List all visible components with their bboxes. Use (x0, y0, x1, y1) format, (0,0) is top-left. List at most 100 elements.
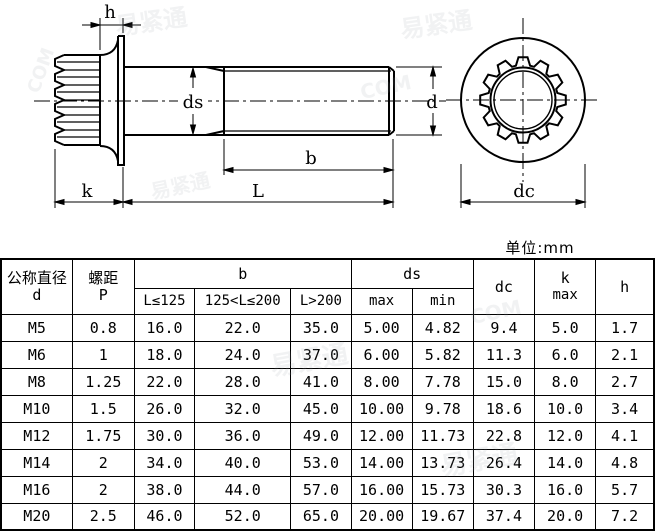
cell-d: M12 (0, 421, 73, 450)
cell-b2: 36.0 (194, 421, 292, 450)
cell-h: 2.7 (595, 367, 655, 396)
header-group-ds: ds (350, 258, 474, 289)
cell-b3: 41.0 (290, 367, 352, 396)
cell-h: 2.1 (595, 340, 655, 369)
cell-b3: 35.0 (290, 313, 352, 342)
dim-label-h: h (104, 2, 116, 23)
twelve-point-spline (479, 56, 567, 144)
cell-dsmax: 10.00 (350, 394, 413, 423)
cell-k: 12.0 (534, 421, 597, 450)
cell-b1: 22.0 (133, 367, 196, 396)
cell-p: 2.5 (71, 502, 135, 531)
dim-label-d: d (426, 92, 438, 113)
cell-dsmin: 15.73 (411, 475, 474, 504)
shank-outline (124, 66, 389, 136)
cell-b3: 49.0 (290, 421, 352, 450)
cell-h: 1.7 (595, 313, 655, 342)
cell-b1: 34.0 (133, 448, 196, 477)
cell-dc: 30.3 (472, 475, 536, 504)
cell-b1: 38.0 (133, 475, 196, 504)
bolt-head-teeth (54, 54, 67, 146)
cell-dsmax: 12.00 (350, 421, 413, 450)
cell-b1: 46.0 (133, 502, 196, 531)
cell-b1: 16.0 (133, 313, 196, 342)
dim-label-k: k (82, 181, 94, 202)
cell-d: M10 (0, 394, 73, 423)
cell-k: 16.0 (534, 475, 597, 504)
cell-b2: 24.0 (194, 340, 292, 369)
bolt-front-view (446, 18, 601, 182)
dimension-d: d (396, 65, 442, 137)
cell-dsmin: 11.73 (411, 421, 474, 450)
cell-dsmax: 16.00 (350, 475, 413, 504)
bore-circle-inner (493, 70, 553, 130)
cell-d: M20 (0, 502, 73, 531)
cell-k: 20.0 (534, 502, 597, 531)
cell-p: 1.75 (71, 421, 135, 450)
cell-h: 4.8 (595, 448, 655, 477)
cell-dsmin: 4.82 (411, 313, 474, 342)
cell-p: 1 (71, 340, 135, 369)
cell-p: 2 (71, 475, 135, 504)
flange-fillet-bottom (99, 145, 119, 162)
spec-table: 公称直径 d 螺距 P b ds dc k max h L≤125 125<L≤… (0, 258, 655, 531)
cell-p: 1.5 (71, 394, 135, 423)
header-b-l125-200: 125<L≤200 (194, 287, 292, 315)
cell-dsmax: 5.00 (350, 313, 413, 342)
bolt-side-view (34, 35, 446, 166)
cell-p: 0.8 (71, 313, 135, 342)
cell-b1: 18.0 (133, 340, 196, 369)
cell-b2: 44.0 (194, 475, 292, 504)
cell-b3: 45.0 (290, 394, 352, 423)
cell-b3: 65.0 (290, 502, 352, 531)
dimension-h: h (82, 2, 141, 50)
bolt-drawing: h ds b (34, 2, 601, 208)
cell-dsmax: 6.00 (350, 340, 413, 369)
header-b-l200: L>200 (290, 287, 352, 315)
bolt-head-band-lines (57, 61, 100, 138)
cell-dc: 22.8 (472, 421, 536, 450)
cell-d: M14 (0, 448, 73, 477)
table-header-row-1: 公称直径 d 螺距 P b ds dc k max h (0, 258, 655, 315)
header-group-b: b (133, 258, 352, 289)
dim-label-dc: dc (513, 181, 535, 202)
table-header: 公称直径 d 螺距 P b ds dc k max h L≤125 125<L≤… (0, 258, 655, 315)
header-k-symbol: k (560, 269, 570, 288)
unit-note: 单位:mm (505, 239, 575, 257)
thread-minor-lines (224, 70, 391, 132)
dim-label-l: L (252, 181, 264, 202)
cell-b3: 37.0 (290, 340, 352, 369)
cell-dc: 11.3 (472, 340, 536, 369)
header-k: k max (534, 258, 597, 315)
cell-dsmin: 7.78 (411, 367, 474, 396)
dimension-ds: ds (178, 66, 208, 136)
cell-k: 5.0 (534, 313, 597, 342)
dimension-k: k (53, 149, 125, 208)
cell-b2: 22.0 (194, 313, 292, 342)
header-pitch-symbol: P (98, 285, 108, 304)
cell-dsmin: 5.82 (411, 340, 474, 369)
cell-b2: 28.0 (194, 367, 292, 396)
flange-plate (117, 35, 125, 166)
flange-fillet-top (99, 39, 119, 56)
cell-dsmin: 13.73 (411, 448, 474, 477)
dim-label-ds: ds (183, 92, 204, 113)
header-ds-min: min (411, 287, 474, 315)
cell-dsmax: 20.00 (350, 502, 413, 531)
cell-b1: 30.0 (133, 421, 196, 450)
thread-runout (205, 66, 225, 136)
header-ds-max: max (350, 287, 413, 315)
dimension-b: b (222, 139, 395, 175)
header-pitch-cn: 螺距 (88, 268, 119, 287)
header-b-l125: L≤125 (133, 287, 196, 315)
